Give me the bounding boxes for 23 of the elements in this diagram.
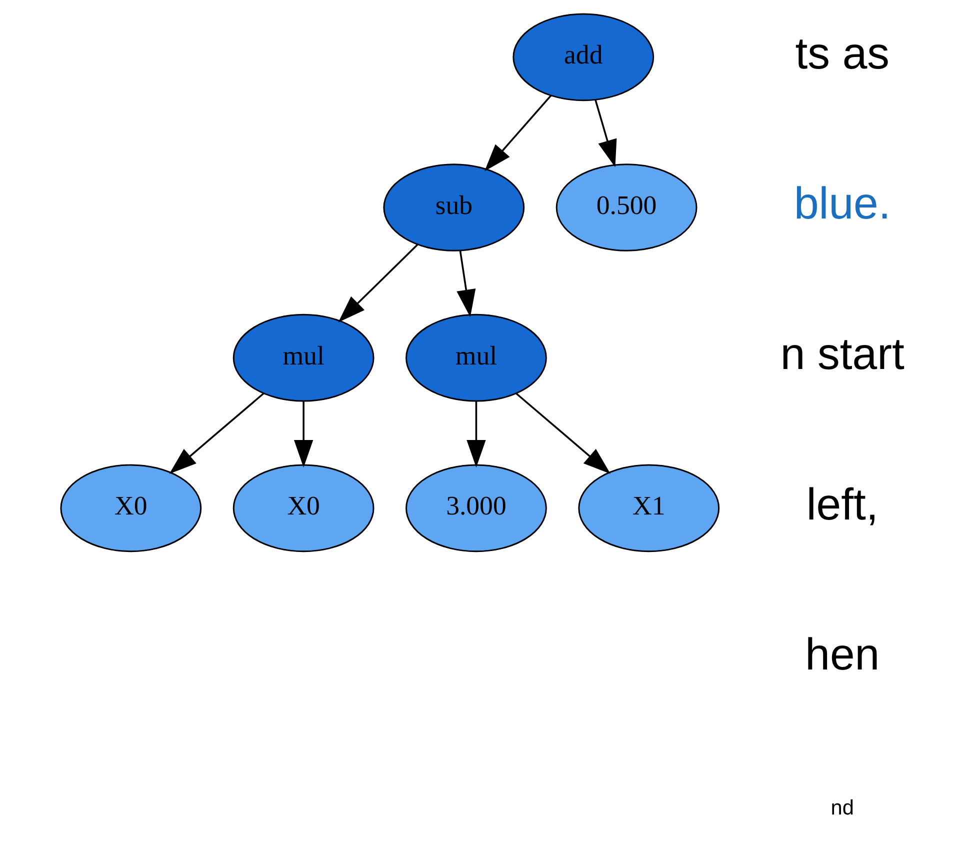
node-ellipse: X0 (232, 464, 374, 552)
label: blue. (794, 180, 891, 229)
node-ellipse: mul (232, 314, 374, 402)
arrow (484, 94, 552, 172)
node-ellipse: add (512, 13, 654, 102)
arrow (594, 99, 617, 168)
arrow (466, 401, 486, 468)
node-ellipse: sub (383, 164, 525, 252)
label: nd (830, 796, 854, 820)
arrow (516, 392, 610, 474)
node-ellipse: 3.000 (406, 464, 547, 552)
arrow (169, 392, 264, 474)
node-ellipse: 0.500 (556, 164, 698, 252)
node-ellipse: X1 (578, 464, 720, 552)
node-ellipse: mul (406, 314, 547, 402)
arrow (338, 244, 418, 322)
arrow (456, 250, 476, 318)
node-ellipse: X0 (60, 464, 202, 552)
label: hen (805, 630, 880, 680)
label: ts as (795, 29, 890, 78)
label: left, (806, 480, 878, 530)
arrow (294, 401, 314, 468)
label: n start (780, 330, 904, 379)
